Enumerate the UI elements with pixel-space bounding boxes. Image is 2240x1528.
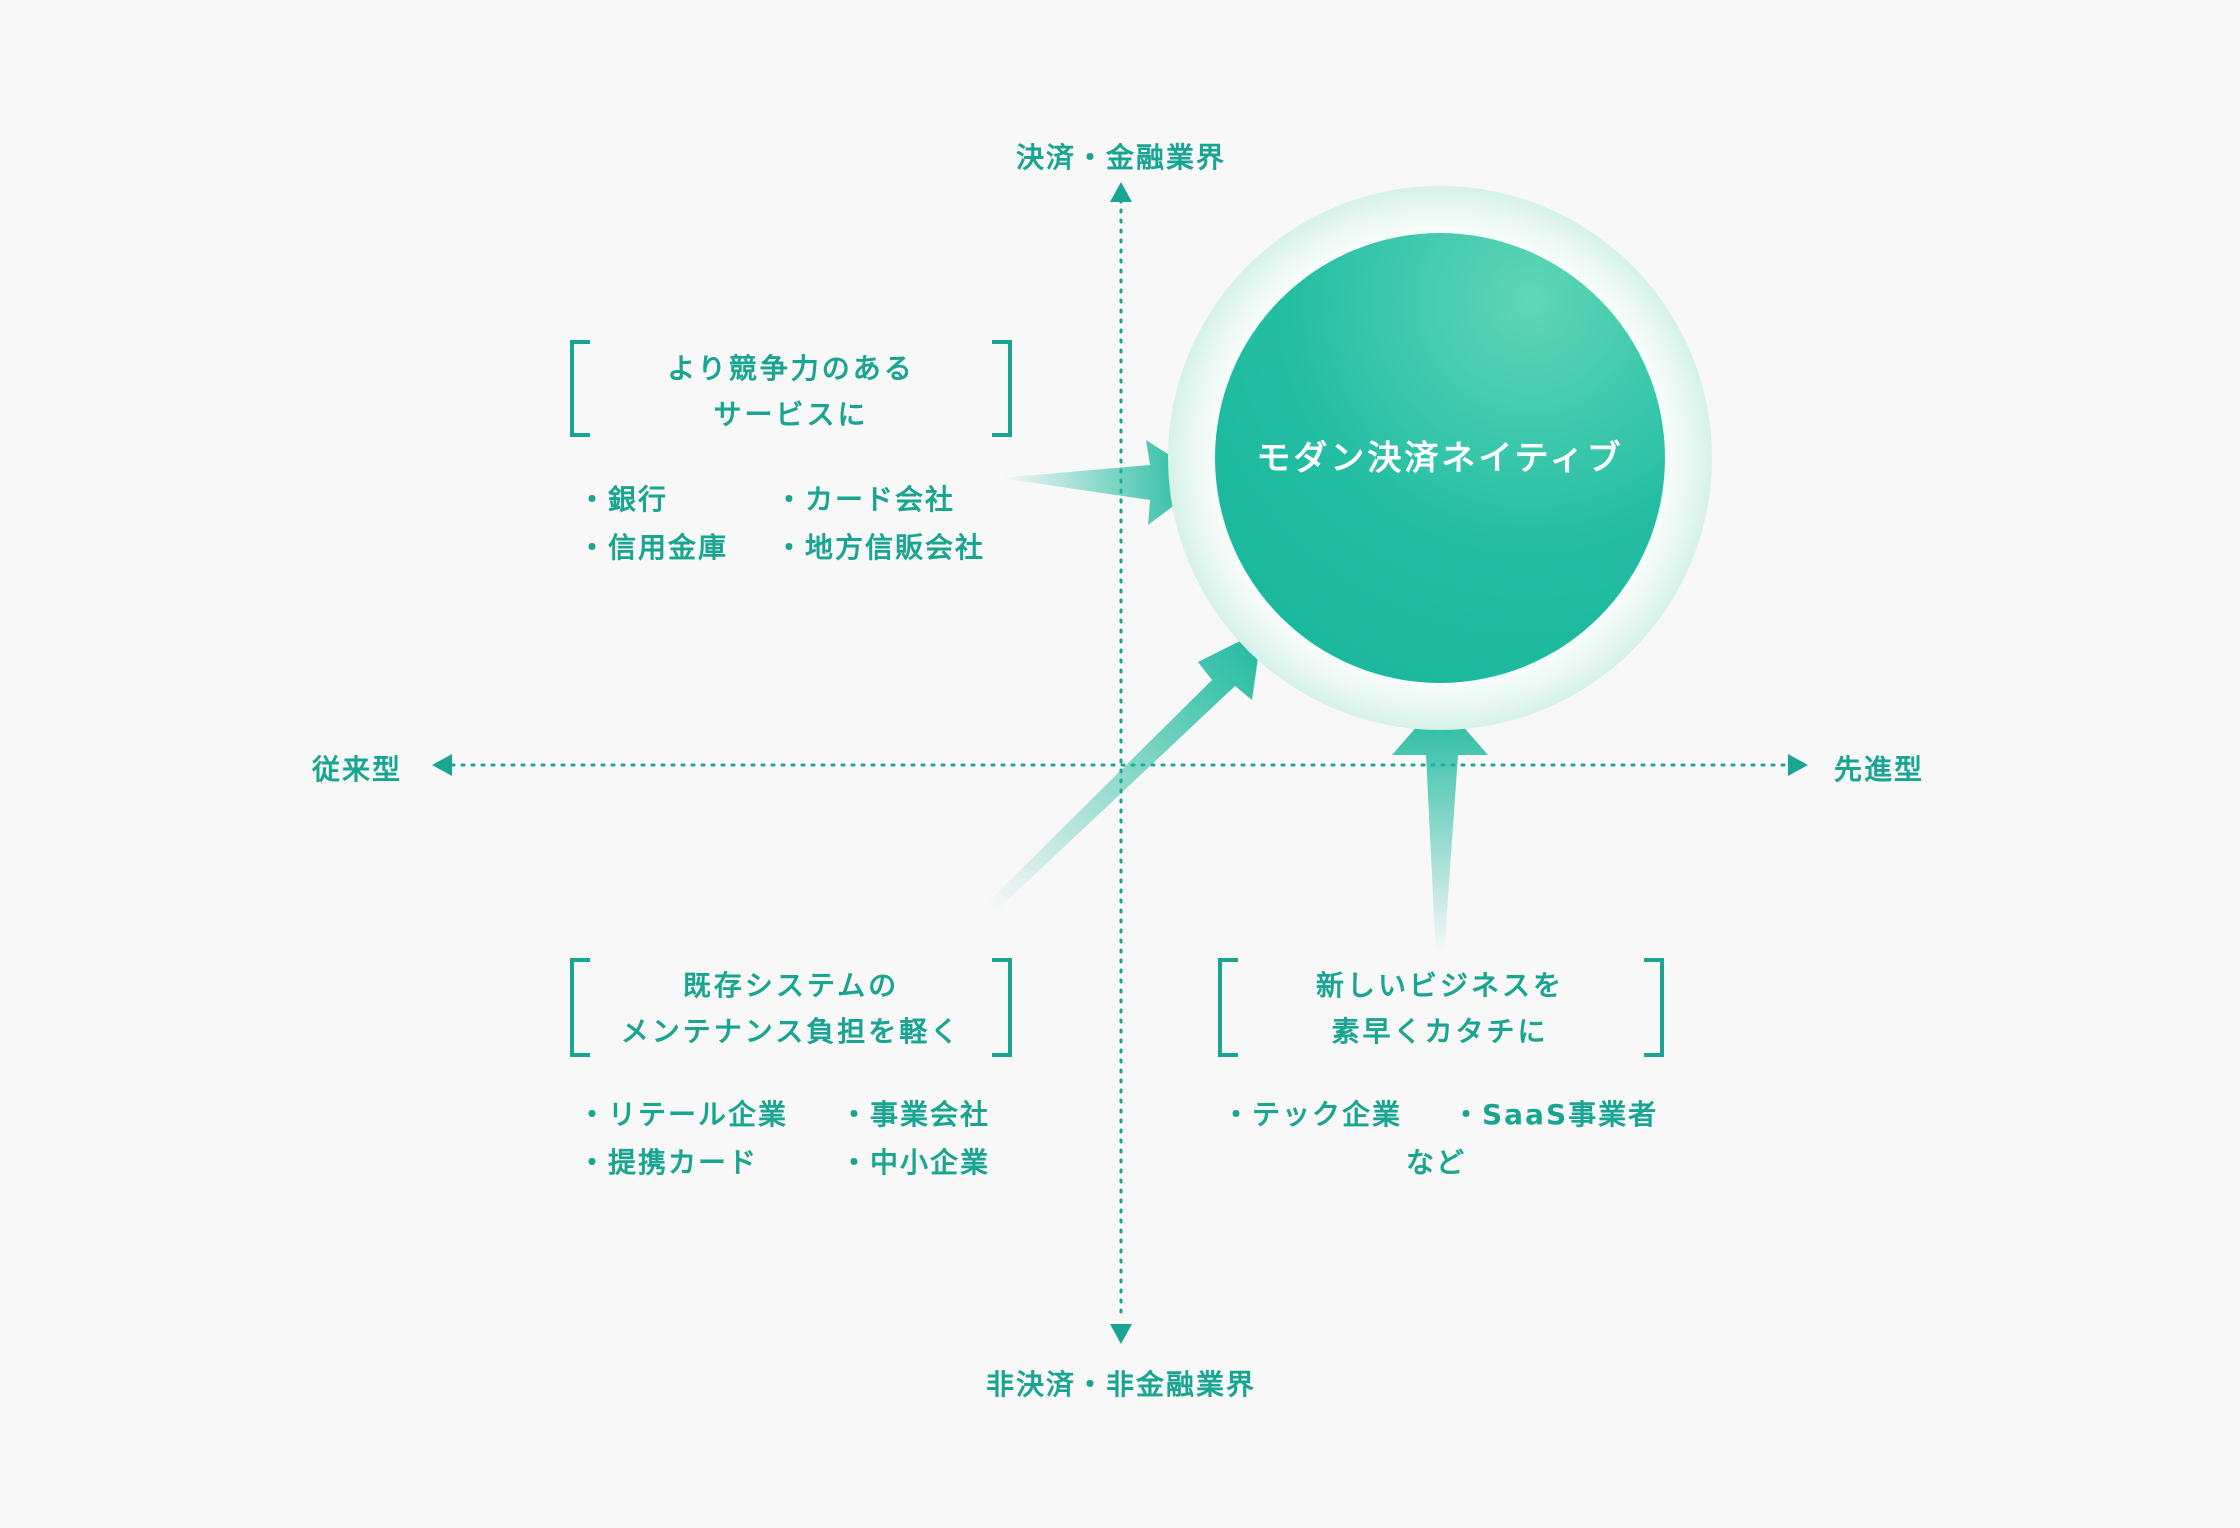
axis-label-bottom: 非決済・非金融業界 [985,1368,1257,1401]
list-item: ・テック企業 [1222,1098,1403,1131]
center-circle [1215,233,1665,683]
axis-arrow-left-icon [432,754,452,776]
axis-arrow-right-icon [1788,754,1808,776]
list-item: ・カード会社 [775,483,956,516]
axis-arrow-down-icon [1110,1324,1132,1344]
arrow-bottom-right [1392,700,1488,955]
list-item: ・SaaS事業者 [1452,1098,1659,1131]
list-item: ・銀行 [578,483,669,516]
list-item: ・リテール企業 [578,1098,789,1131]
bracket-left [570,958,590,1057]
caption-line: 既存システムの [682,969,900,1002]
list-item: ・信用金庫 [578,531,729,564]
caption-line: 素早くカタチに [1331,1015,1549,1048]
axis-arrow-up-icon [1110,182,1132,202]
list-item: ・中小企業 [840,1146,991,1179]
list-item: など [1405,1146,1467,1179]
caption-line: より競争力のある [667,352,915,385]
center-label: モダン決済ネイティブ [1256,438,1624,479]
caption-top-left: より競争力のある サービスに [667,346,914,438]
axis-label-right: 先進型 [1834,753,1925,786]
bracket-left [1218,958,1238,1057]
bracket-left [570,340,590,437]
arrow-bottom-left [985,630,1262,912]
list-item: ・事業会社 [840,1098,991,1131]
arrow-top-left [1000,440,1208,525]
axis-label-left: 従来型 [312,753,403,786]
caption-line: メンテナンス負担を軽く [620,1015,962,1048]
list-item: ・地方信販会社 [775,531,986,564]
bracket-right [1644,958,1664,1057]
caption-bottom-right: 新しいビジネスを 素早くカタチに [1316,963,1564,1055]
bracket-right [992,340,1012,437]
bracket-right [992,958,1012,1057]
caption-line: 新しいビジネスを [1315,969,1565,1002]
caption-line: サービスに [713,398,869,431]
list-item: ・提携カード [578,1146,759,1179]
caption-bottom-left: 既存システムの メンテナンス負担を軽く [621,963,961,1055]
axis-label-top: 決済・金融業界 [1015,141,1227,174]
